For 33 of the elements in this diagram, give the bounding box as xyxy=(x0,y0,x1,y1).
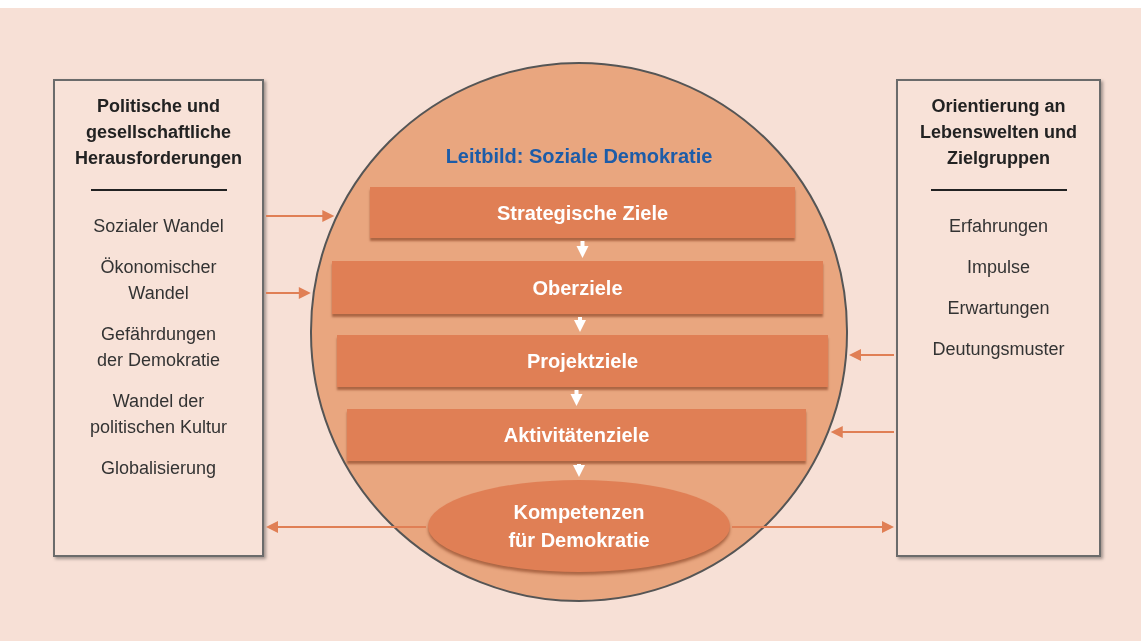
list-item: Deutungsmuster xyxy=(932,338,1065,361)
arrow xyxy=(574,317,586,332)
circle-title: Leitbild: Soziale Demokratie xyxy=(444,144,714,169)
side-panel xyxy=(53,79,264,557)
goal-label: Projektziele xyxy=(526,349,639,374)
arrow xyxy=(830,426,895,438)
goal-label: Aktivitätenziele xyxy=(503,423,650,448)
arrow xyxy=(265,287,311,299)
goal-label: Strategische Ziele xyxy=(496,200,669,226)
list-item: Impulse xyxy=(966,256,1030,279)
arrow xyxy=(266,521,427,533)
list-item: Ökonomischer Wandel xyxy=(99,256,218,305)
arrow xyxy=(576,241,589,258)
list-item: Erwartungen xyxy=(947,297,1050,320)
list-item: Wandel der politischen Kultur xyxy=(88,390,229,439)
goal-label: Kompetenzen für Demokratie xyxy=(507,500,651,553)
goal-bar xyxy=(370,187,795,238)
list-item: Gefährdungen der Demokratie xyxy=(95,323,221,372)
goal-label: Oberziele xyxy=(532,275,623,301)
arrow xyxy=(265,210,335,222)
goal-bar xyxy=(332,261,823,314)
arrow xyxy=(573,464,585,477)
list-item: Globalisierung xyxy=(100,457,217,480)
list-item: Erfahrungen xyxy=(948,215,1049,238)
goal-bar xyxy=(347,409,806,461)
arrow xyxy=(849,349,895,361)
arrow xyxy=(731,521,894,533)
arrow xyxy=(570,390,583,406)
side-panel xyxy=(896,79,1101,557)
panel-heading: Politische und gesellschaftliche Herausforderungen xyxy=(74,95,243,170)
list-item: Sozialer Wandel xyxy=(93,215,224,238)
goal-bar xyxy=(337,335,828,387)
panel-heading: Orientierung an Lebenswelten und Zielgruppen xyxy=(919,95,1078,170)
